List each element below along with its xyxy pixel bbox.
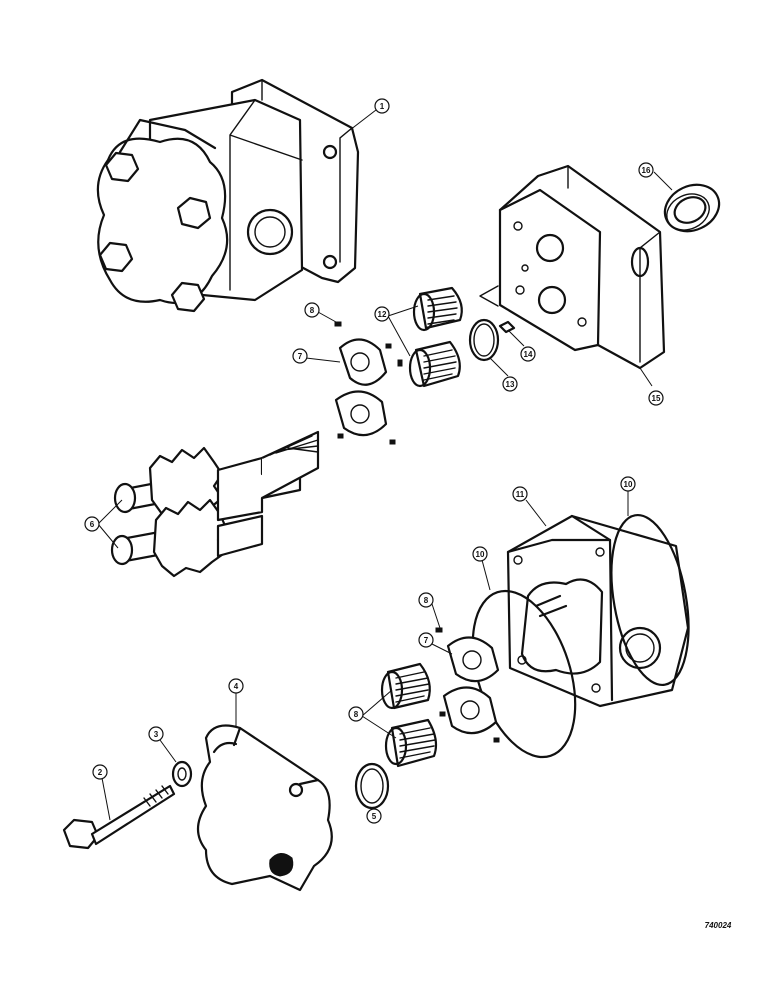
callout-label: 5 — [372, 812, 377, 821]
callout-label: 3 — [154, 730, 159, 739]
callout-7-top: 7 — [292, 348, 308, 364]
callout-11: 11 — [512, 486, 528, 502]
callout-2: 2 — [92, 764, 108, 780]
reference-code: 740024 — [705, 921, 732, 930]
retaining-ring-5-drawing — [354, 762, 390, 810]
upper-wear-plate-drawing — [334, 321, 403, 445]
leader-lines — [97, 109, 673, 821]
callout-label: 14 — [524, 350, 533, 359]
retaining-ring-13-drawing — [468, 318, 500, 362]
callout-label: 13 — [506, 380, 515, 389]
callout-label: 8 — [424, 596, 429, 605]
bolt-drawing — [62, 784, 176, 850]
callout-10-rear: 10 — [620, 476, 636, 492]
callout-13: 13 — [502, 376, 518, 392]
assembled-pump-drawing — [96, 78, 360, 313]
callout-5: 5 — [366, 808, 382, 824]
callout-7-lower: 7 — [418, 632, 434, 648]
callout-4: 4 — [228, 678, 244, 694]
upper-bearings-drawing — [408, 286, 463, 388]
callout-label: 8 — [354, 710, 359, 719]
callout-label: 7 — [298, 352, 303, 361]
callout-8-bearings: 8 — [348, 706, 364, 722]
callout-label: 2 — [98, 768, 103, 777]
callout-3: 3 — [148, 726, 164, 742]
seal-ring-drawing — [663, 183, 721, 233]
washer-drawing — [171, 760, 193, 788]
o-ring-front-drawing — [471, 589, 577, 759]
callout-label: 7 — [424, 636, 429, 645]
lower-bearings-drawing — [380, 662, 438, 768]
front-plate-drawing — [479, 164, 666, 370]
pump-body-drawing — [506, 514, 690, 708]
end-cover-drawing — [196, 724, 333, 892]
callout-10-front: 10 — [472, 546, 488, 562]
callout-14: 14 — [520, 346, 536, 362]
fitting-14-drawing — [498, 320, 516, 334]
callout-label: 11 — [516, 490, 525, 499]
callout-label: 1 — [380, 102, 385, 111]
callout-label: 16 — [642, 166, 651, 175]
callout-8-top: 8 — [304, 302, 320, 318]
callout-15: 15 — [648, 390, 664, 406]
o-ring-rear-drawing — [610, 513, 690, 687]
callout-label: 15 — [652, 394, 661, 403]
callout-6: 6 — [84, 516, 100, 532]
callout-label: 6 — [90, 520, 95, 529]
callout-label: 10 — [624, 480, 633, 489]
callout-label: 10 — [476, 550, 485, 559]
gear-shafts-drawing — [110, 430, 320, 578]
callout-16: 16 — [638, 162, 654, 178]
callout-1: 1 — [374, 98, 390, 114]
callout-label: 8 — [310, 306, 315, 315]
callout-label: 12 — [378, 310, 387, 319]
callout-12: 12 — [374, 306, 390, 322]
callout-8-lower: 8 — [418, 592, 434, 608]
lower-wear-plate-drawing — [435, 627, 500, 743]
callout-label: 4 — [234, 682, 239, 691]
